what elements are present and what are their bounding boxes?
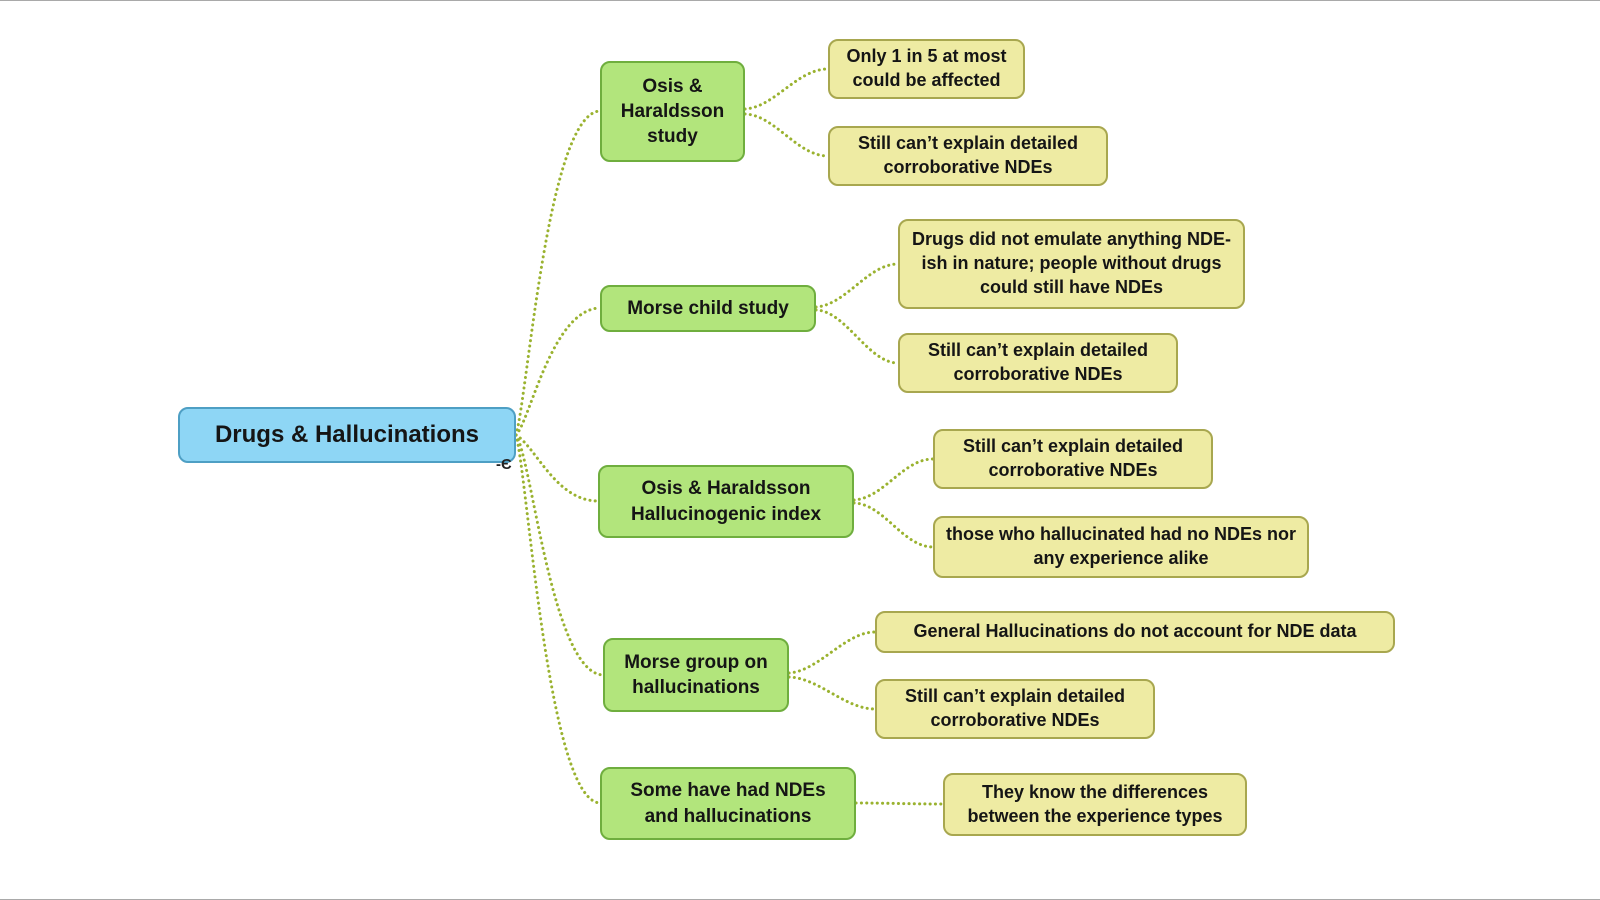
edge-branch1-leaf2 [743, 112, 830, 158]
edge-branch2-leaf2 [814, 308, 900, 365]
edge-root-branch5 [514, 433, 602, 805]
leaf-node-know-the-differences[interactable]: They know the differences between the ex… [943, 773, 1247, 836]
leaf-node-drugs-did-not-emulate[interactable]: Drugs did not emulate anything NDE-ish i… [898, 219, 1245, 309]
edge-branch5-leaf1 [854, 801, 945, 806]
edge-root-branch2 [514, 306, 602, 437]
root-node-drugs-hallucinations[interactable]: Drugs & Hallucinations [178, 407, 516, 463]
edge-branch3-leaf2 [852, 501, 935, 549]
leaf-node-hallucinated-no-ndes[interactable]: those who hallucinated had no NDEs nor a… [933, 516, 1309, 578]
branch-node-hallucinogenic-index[interactable]: Osis & Haraldsson Hallucinogenic index [598, 465, 854, 538]
leaf-node-cant-explain-ndes-2[interactable]: Still can’t explain detailed corroborati… [898, 333, 1178, 393]
edge-root-branch1 [514, 109, 602, 437]
edge-branch2-leaf1 [814, 262, 900, 309]
leaf-node-cant-explain-ndes-3[interactable]: Still can’t explain detailed corroborati… [933, 429, 1213, 489]
edge-root-branch3 [514, 433, 600, 503]
edge-branch1-leaf1 [743, 67, 830, 111]
edge-root-branch4 [514, 433, 605, 677]
branch-node-ndes-and-hallucinations[interactable]: Some have had NDEs and hallucinations [600, 767, 856, 840]
leaf-node-cant-explain-ndes-1[interactable]: Still can’t explain detailed corroborati… [828, 126, 1108, 186]
edge-branch4-leaf2 [787, 675, 877, 711]
branch-node-osis-haraldsson-study[interactable]: Osis & Haraldsson study [600, 61, 745, 162]
leaf-node-only-1-in-5[interactable]: Only 1 in 5 at most could be affected [828, 39, 1025, 99]
edge-branch4-leaf1 [787, 630, 877, 675]
edge-branch3-leaf1 [852, 457, 935, 502]
leaf-node-cant-explain-ndes-4[interactable]: Still can’t explain detailed corroborati… [875, 679, 1155, 739]
collapse-marker[interactable]: -Є [496, 456, 512, 473]
leaf-node-general-hallucinations[interactable]: General Hallucinations do not account fo… [875, 611, 1395, 653]
branch-node-morse-group-hallucinations[interactable]: Morse group on hallucinations [603, 638, 789, 712]
branch-node-morse-child-study[interactable]: Morse child study [600, 285, 816, 332]
